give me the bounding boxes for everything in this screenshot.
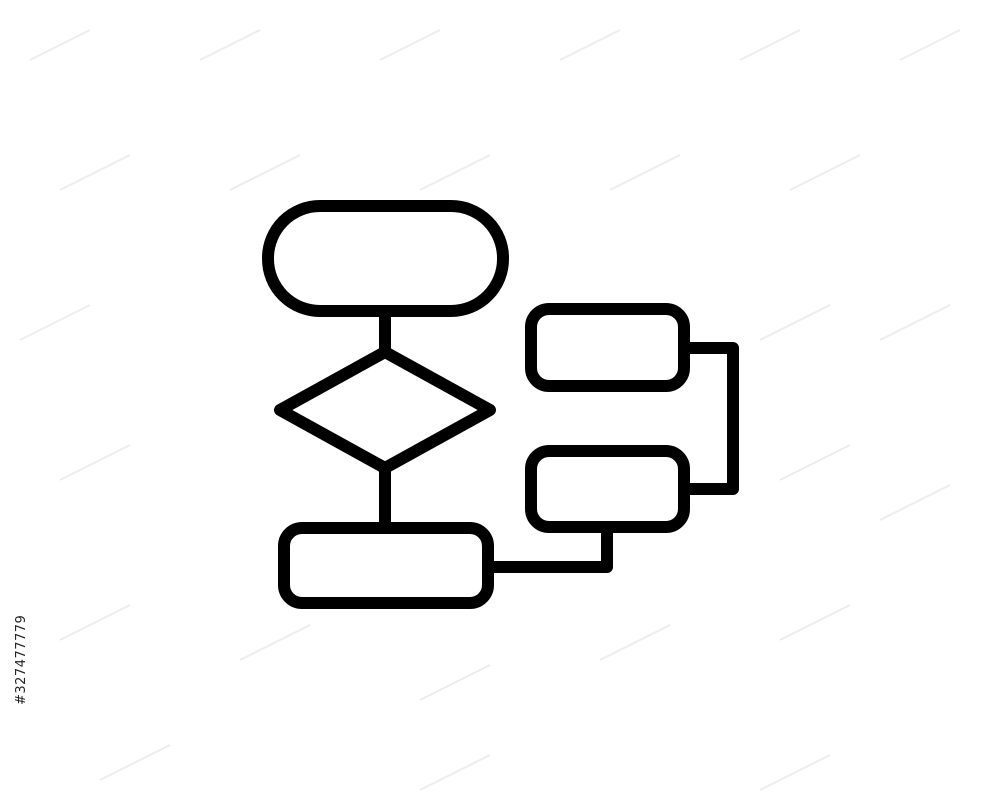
- stock-id-label: #327477779: [14, 614, 29, 705]
- connector-process-bottom-to-right-bottom: [482, 521, 613, 573]
- decision-diamond-shape: [274, 346, 496, 474]
- terminal-shape: [262, 200, 509, 317]
- process-right-bottom-shape: [525, 445, 690, 533]
- process-right-top-shape: [525, 303, 690, 392]
- connector-right-top-to-right-bottom: [678, 342, 739, 495]
- process-bottom-shape: [278, 522, 494, 609]
